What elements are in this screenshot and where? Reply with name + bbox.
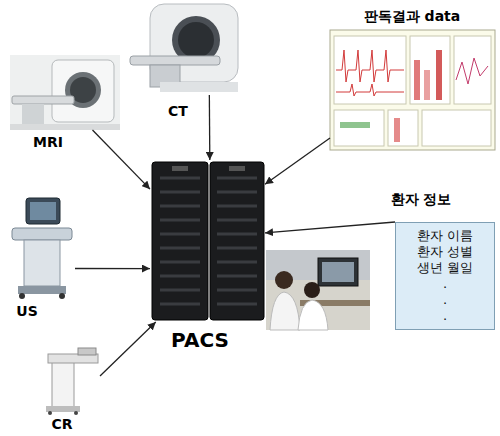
- info-item: .: [443, 308, 447, 324]
- ct-scanner: [130, 4, 238, 92]
- device-label: CT: [168, 103, 188, 120]
- device-label: US: [16, 303, 37, 320]
- reading-room-photo: [266, 250, 370, 330]
- cr-device: [46, 348, 98, 415]
- result-screenshot: [330, 30, 495, 150]
- result-node: 판독결과 data: [330, 30, 495, 150]
- info-item: .: [443, 292, 447, 308]
- patient-info-box: 환자 정보환자 이름환자 성별생년 월일...: [395, 222, 495, 330]
- pacs-server: [152, 162, 264, 320]
- us-node: US: [5, 195, 75, 300]
- mri-node: MRI: [10, 55, 120, 130]
- flow-arrow: [93, 130, 151, 189]
- device-label: MRI: [33, 134, 63, 151]
- flow-arrow: [265, 222, 395, 233]
- flow-arrow: [75, 268, 150, 269]
- device-label: 환자 정보: [391, 191, 452, 208]
- info-item: 환자 성별: [417, 244, 473, 260]
- ultrasound-machine: [12, 198, 72, 299]
- flow-arrow: [100, 322, 156, 376]
- info-item: .: [443, 276, 447, 292]
- ct-node: CT: [130, 0, 245, 95]
- mri-scanner: [10, 55, 120, 130]
- info-item: 생년 월일: [417, 260, 473, 276]
- device-label: CR: [51, 416, 72, 433]
- info-item: 환자 이름: [417, 228, 473, 244]
- cr-node: CR: [40, 350, 100, 415]
- flow-arrow: [209, 95, 211, 160]
- flow-arrow: [265, 138, 330, 184]
- device-label: PACS: [171, 328, 229, 352]
- device-label: 판독결과 data: [364, 8, 460, 25]
- pacs-node: PACS: [150, 160, 265, 322]
